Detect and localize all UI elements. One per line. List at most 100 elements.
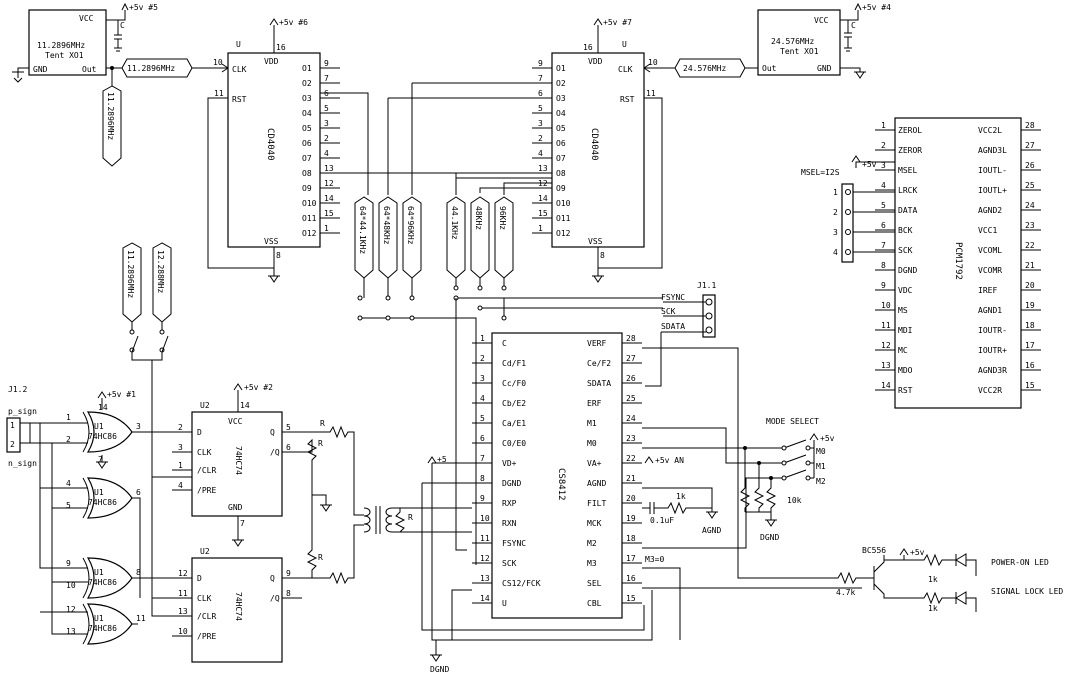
osc5-out-label: Out — [82, 65, 97, 74]
ff-bot-clr-pin: 13 — [178, 607, 188, 616]
pcm-right-pin-name-11: IOUTR+ — [978, 346, 1007, 355]
dgnd-main-label: DGND — [430, 665, 449, 674]
cd4040a-rst-label: RST — [232, 95, 247, 104]
mode-r-label: 10k — [787, 496, 802, 505]
cd4040b-out-pin-1: 7 — [538, 74, 543, 83]
pcm-right-pin-num-6: 22 — [1025, 241, 1035, 250]
cs-right-pin-num-7: 21 — [626, 474, 636, 483]
ff-bot-q-label: Q — [270, 574, 275, 583]
cs-right-pin-num-11: 17 — [626, 554, 636, 563]
cd4040-counter-b: U VDD VSS CLK RST CD4040 +5v #7 16 8 11 … — [532, 18, 675, 283]
pcm-right-pin-name-1: AGND3L — [978, 146, 1007, 155]
sel-tag-1: 11.2896MHz — [126, 250, 135, 298]
cd4040b-out-pin-10: 15 — [538, 209, 548, 218]
osc4-cap-label: C — [851, 21, 856, 30]
xor-gates: U174HC86123U174HC86456U174HC869108U174HC… — [66, 403, 146, 645]
cd4040b-power-label: +5v #7 — [603, 18, 632, 27]
ff-top-q-label: Q — [270, 428, 275, 437]
cd4040b-out-label-4: O5 — [556, 124, 566, 133]
pcm-right-pin-num-0: 28 — [1025, 121, 1035, 130]
cs-right-pin-name-11: M3 — [587, 559, 597, 568]
pcm-left-pin-name-10: MDI — [898, 326, 913, 335]
pcm-right-pin-num-1: 27 — [1025, 141, 1035, 150]
mode-m0: M0 — [816, 447, 826, 456]
osc4-freq-label: 24.576MHz — [771, 37, 815, 46]
xor-gate-part-1: 74HC86 — [88, 498, 117, 507]
cd4040b-vdd-label: VDD — [588, 57, 603, 66]
ff-power-label: +5v #2 — [244, 383, 273, 392]
cs-left-pin-name-7: DGND — [502, 479, 521, 488]
ff-bot-u: U2 — [200, 547, 210, 556]
pcm-left-pin-name-0: ZEROL — [898, 126, 922, 135]
pcm-right-pin-num-11: 17 — [1025, 341, 1035, 350]
cd4040b-out-pin-0: 9 — [538, 59, 543, 68]
xor-gate-o-1: 6 — [136, 488, 141, 497]
xor-gate-b-0: 2 — [66, 435, 71, 444]
pcm-left-pin-name-12: MDO — [898, 366, 913, 375]
ff-top-vcc: VCC — [228, 417, 243, 426]
clock-selection-bus — [357, 285, 663, 565]
cs-right-pin-num-2: 26 — [626, 374, 636, 383]
cd4040a-out-label-8: O9 — [302, 184, 312, 193]
cd4040a-out-label-1: O2 — [302, 79, 312, 88]
cd4040b-out-pin-4: 3 — [538, 119, 543, 128]
cs-left-pin-num-11: 12 — [480, 554, 490, 563]
ff-top-clr-label: /CLR — [197, 466, 216, 475]
xor-gate-curve-3 — [82, 603, 90, 645]
cs-left-pin-num-13: 14 — [480, 594, 490, 603]
ff-top-pre-pin: 4 — [178, 481, 183, 490]
cd4040a-out-label-0: O1 — [302, 64, 312, 73]
oscillator-11mhz: VCC GND Out 11.2896MHz Tent XO1 +5v #5 C — [12, 2, 158, 86]
signal-lock-led-label: SIGNAL LOCK LED — [991, 587, 1063, 596]
led1-r-label: 1k — [928, 575, 938, 584]
pcm-right-pin-name-8: IREF — [978, 286, 997, 295]
r-term-label: R — [408, 513, 413, 522]
pcm-right-pin-num-8: 20 — [1025, 281, 1035, 290]
pcm-left-pin-num-6: 7 — [881, 241, 886, 250]
mode-m2: M2 — [816, 477, 826, 486]
cd4040b-out-pin-6: 4 — [538, 149, 543, 158]
cs-left-pin-name-13: U — [502, 599, 507, 608]
cd4040a-out-pin-11: 1 — [324, 224, 329, 233]
xor-gate-b-2: 10 — [66, 581, 76, 590]
ff-bot-clk-pin: 11 — [178, 589, 188, 598]
cs-left-pin-name-8: RXP — [502, 499, 517, 508]
pcm-right-pin-name-6: VCOML — [978, 246, 1002, 255]
ff-bot-pre-label: /PRE — [197, 632, 216, 641]
filt-cap-label: 0.1uF — [650, 516, 674, 525]
ff-bot-qn-label: /Q — [270, 594, 280, 603]
pcm-right-pin-name-7: VCOMR — [978, 266, 1002, 275]
cd4040a-out-label-11: O12 — [302, 229, 317, 238]
pcm-right-pin-num-4: 24 — [1025, 201, 1035, 210]
j11-sdata-label: SDATA — [661, 322, 685, 331]
cd4040a-out-label-2: O3 — [302, 94, 312, 103]
pcm-right-pin-num-13: 15 — [1025, 381, 1035, 390]
cs-right-pin-name-3: ERF — [587, 399, 602, 408]
msel-label: MSEL=I2S — [801, 168, 840, 177]
cs-left-pin-num-6: 7 — [480, 454, 485, 463]
xor-gate-u-3: U1 — [94, 614, 104, 623]
r-mid-label: R — [318, 439, 323, 448]
cd4040b-out-pin-5: 2 — [538, 134, 543, 143]
pcm-left-pin-name-8: VDC — [898, 286, 913, 295]
cs8412-power1: +5 — [437, 455, 447, 464]
ff-bot-q-pin: 9 — [286, 569, 291, 578]
pcm-right-pin-name-10: IOUTR- — [978, 326, 1007, 335]
j11-name: J1.1 — [697, 281, 716, 290]
pcm-header-num-2: 3 — [833, 228, 838, 237]
cs-right-pin-name-6: VA+ — [587, 459, 602, 468]
cs-left-pin-name-9: RXN — [502, 519, 517, 528]
cd4040b-clk-pin: 10 — [648, 58, 658, 67]
xor-gate-0 — [86, 411, 133, 453]
rate-tag-text-4: 48KHz — [474, 206, 483, 230]
xor-gate-a-2: 9 — [66, 559, 71, 568]
ff-bot-clr-label: /CLR — [197, 612, 216, 621]
cd4040a-clk-label: CLK — [232, 65, 247, 74]
sel-tag-2: 12.288MHz — [156, 250, 165, 294]
j12-pin2: 2 — [10, 440, 15, 449]
output-transformer-network: R R R R — [282, 419, 472, 585]
pcm-left-pin-name-6: SCK — [898, 246, 913, 255]
cd4040a-vdd-pin: 16 — [276, 43, 286, 52]
pcm-header-pin-0 — [845, 189, 851, 195]
